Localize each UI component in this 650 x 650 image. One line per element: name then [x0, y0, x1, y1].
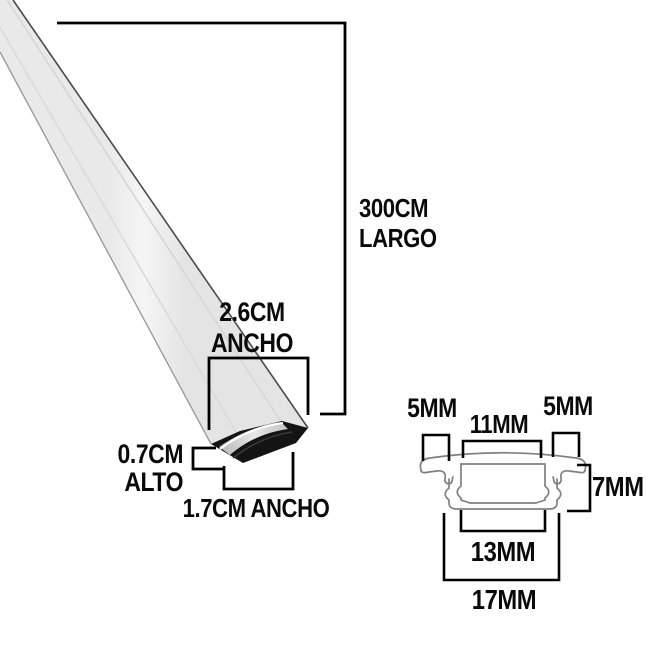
label-overall-width-17mm: 17MM — [471, 584, 537, 615]
profile-bar-body — [0, 0, 308, 463]
dim-17mm-line — [442, 513, 561, 582]
profile-edge-left — [0, 51, 212, 445]
dim-1-7cm-line — [222, 452, 295, 491]
label-base-width-1-7cm: 1.7CM ANCHO — [182, 493, 330, 523]
label-body-width-13mm: 13MM — [470, 536, 536, 567]
section-inner-wall-right — [535, 463, 550, 504]
dim-7mm-line — [567, 463, 592, 513]
label-length-300cm: 300CM LARGO — [359, 193, 437, 253]
section-outer-channel — [444, 478, 562, 510]
label-opening-11mm: 11MM — [469, 409, 529, 439]
profile-crease-left — [0, 25, 241, 440]
diffuser-arc — [219, 422, 288, 455]
label-depth-7mm: 7MM — [592, 471, 644, 502]
profile-crease-right — [6, 0, 288, 432]
label-top-width-name: ANCHO — [210, 328, 294, 358]
dim-5mm-right-line — [551, 431, 581, 457]
label-top-width-value: 2.6CM — [219, 297, 285, 327]
cross-section-drawing — [419, 451, 587, 510]
dimension-lines-3d — [57, 21, 347, 491]
section-inner-wall-left — [456, 463, 471, 504]
dim-0-7cm-line — [191, 446, 224, 471]
label-length-value: 300CM — [359, 193, 429, 223]
section-top-arch — [419, 451, 587, 471]
dim-300cm-line — [57, 21, 347, 416]
diffuser-highlight — [219, 422, 284, 450]
label-height-name: ALTO — [124, 467, 183, 497]
label-flange-right-5mm: 5MM — [543, 391, 593, 421]
label-height-0-7cm: 0.7CM ALTO — [117, 439, 184, 497]
label-top-width-2-6cm: 2.6CM ANCHO — [211, 297, 293, 359]
label-flange-left-5mm: 5MM — [407, 393, 457, 423]
dim-13mm-line — [459, 510, 547, 533]
profile-edge-right — [12, 0, 309, 429]
label-height-value: 0.7CM — [117, 439, 184, 469]
cavity-shadow-line — [232, 431, 293, 459]
section-right-wing — [552, 469, 586, 485]
section-left-wing — [420, 469, 454, 485]
label-length-name: LARGO — [359, 223, 437, 253]
dim-11mm-line — [461, 439, 543, 458]
dim-2-6cm-line — [207, 356, 310, 430]
dim-5mm-left-line — [421, 433, 451, 461]
profile-bar — [0, 0, 309, 463]
dimension-lines-section — [421, 431, 592, 582]
